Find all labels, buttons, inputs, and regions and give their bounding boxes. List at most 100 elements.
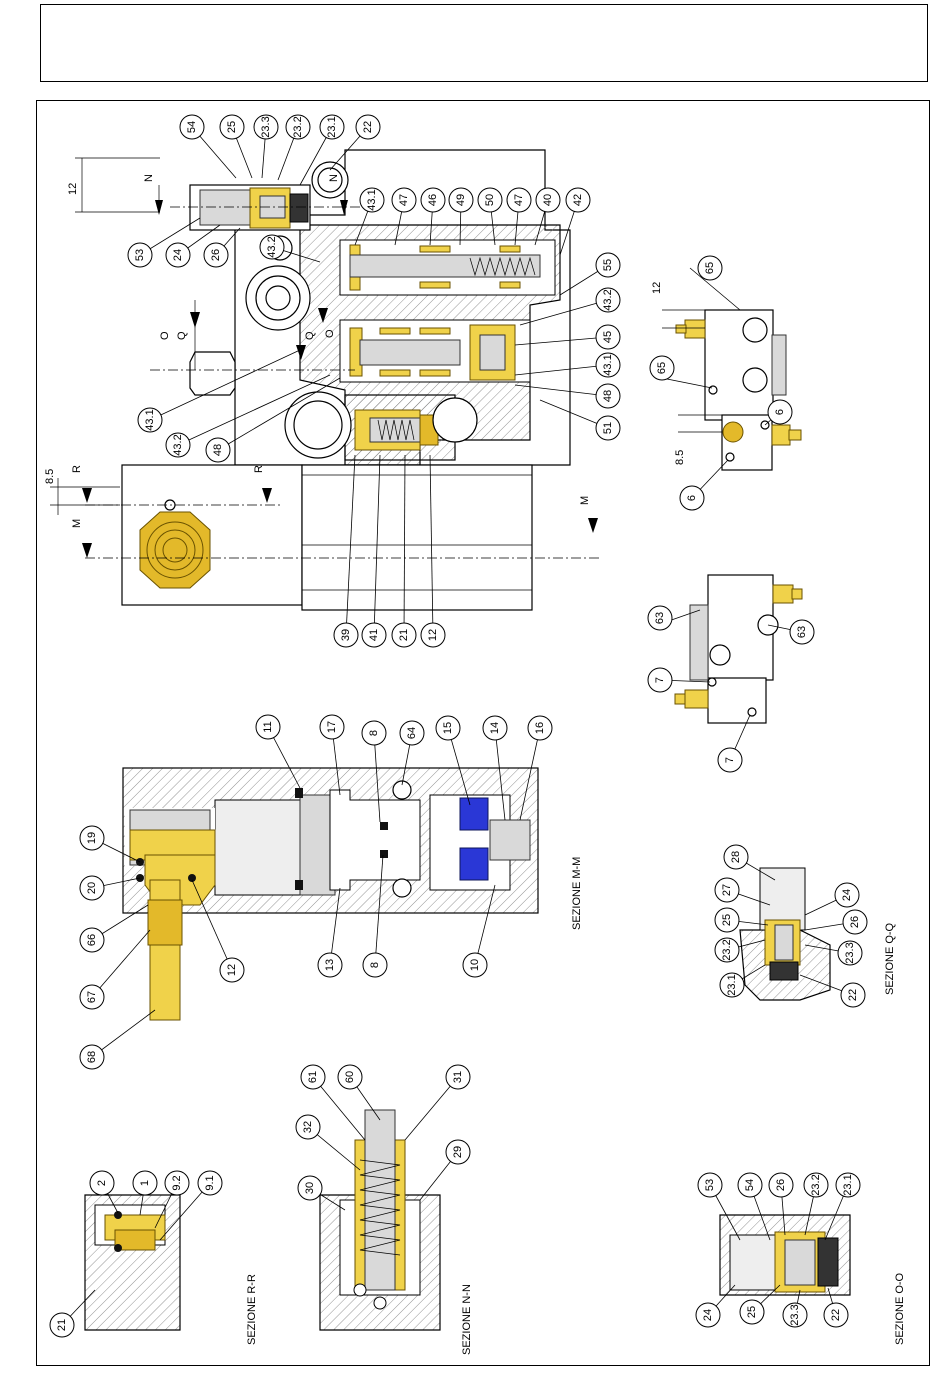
callout-25-b: 25 [714, 907, 740, 933]
callout-26-b: 26 [842, 909, 868, 935]
section-qq-view [739, 867, 831, 1001]
mark-r-left: R [71, 465, 83, 473]
callout-48-b: 48 [205, 437, 231, 463]
callout-61: 61 [300, 1064, 326, 1090]
callout-7-b: 7 [717, 747, 743, 773]
callout-55: 55 [595, 252, 621, 278]
svg-text:24: 24 [841, 889, 853, 901]
callout-24: 24 [165, 242, 191, 268]
label-section-nn: SEZIONE N-N [461, 1284, 473, 1355]
svg-text:23.3: 23.3 [260, 116, 272, 137]
mark-o-left: O [159, 331, 171, 340]
callout-43-1-c: 43.1 [137, 407, 163, 433]
callout-43-2-a: 43.2 [259, 234, 285, 260]
svg-text:39: 39 [340, 629, 352, 641]
svg-text:12: 12 [651, 282, 663, 294]
label-section-qq: SEZIONE Q-Q [884, 922, 896, 995]
callout-17: 17 [319, 714, 345, 740]
callout-68: 68 [79, 1044, 105, 1070]
callout-32: 32 [295, 1114, 321, 1140]
svg-text:54: 54 [744, 1179, 756, 1191]
svg-text:63: 63 [654, 612, 666, 624]
svg-text:12: 12 [427, 629, 439, 641]
svg-text:50: 50 [484, 194, 496, 206]
callout-40: 40 [535, 187, 561, 213]
callout-22: 22 [355, 114, 381, 140]
callout-24-b: 24 [834, 882, 860, 908]
svg-text:2: 2 [96, 1180, 108, 1186]
svg-text:23.2: 23.2 [810, 1174, 822, 1195]
svg-text:11: 11 [262, 721, 274, 732]
callout-53-b: 53 [697, 1172, 723, 1198]
callout-64: 64 [399, 720, 425, 746]
svg-text:43.1: 43.1 [366, 189, 378, 210]
brass-plug [139, 511, 211, 589]
callout-60: 60 [337, 1064, 363, 1090]
svg-text:10: 10 [469, 959, 481, 971]
callout-6-a: 6 [767, 399, 793, 425]
callout-6-b: 6 [679, 485, 705, 511]
svg-text:47: 47 [513, 194, 525, 206]
svg-text:26: 26 [210, 249, 222, 261]
svg-text:23.2: 23.2 [721, 939, 733, 960]
callout-8-a: 8 [361, 720, 387, 746]
svg-text:60: 60 [344, 1071, 356, 1083]
side-view-upper [675, 309, 802, 471]
callout-46: 46 [420, 187, 446, 213]
callout-8-b: 8 [362, 952, 388, 978]
callout-23-2-c: 23.2 [803, 1172, 829, 1198]
callout-16: 16 [527, 715, 553, 741]
callout-9-1: 9.1 [197, 1170, 223, 1196]
callout-15: 15 [435, 715, 461, 741]
svg-text:19: 19 [86, 832, 98, 844]
svg-text:8.5: 8.5 [44, 469, 56, 484]
svg-text:17: 17 [326, 721, 338, 733]
svg-text:30: 30 [304, 1182, 316, 1194]
svg-text:55: 55 [602, 259, 614, 271]
callout-63-a: 63 [647, 605, 673, 631]
callout-23-1-c: 23.1 [835, 1172, 861, 1198]
callout-47-b: 47 [506, 187, 532, 213]
callout-26: 26 [203, 242, 229, 268]
callout-23-3-c: 23.3 [782, 1302, 808, 1328]
svg-text:46: 46 [427, 194, 439, 206]
svg-text:67: 67 [86, 991, 98, 1003]
callout-49: 49 [448, 187, 474, 213]
callout-54: 54 [179, 114, 205, 140]
callout-23-3-b: 23.3 [837, 940, 863, 966]
callout-28: 28 [723, 844, 749, 870]
callout-9-2: 9.2 [164, 1170, 190, 1196]
dimension-12-top: 12 [67, 157, 160, 213]
svg-text:25: 25 [746, 1306, 758, 1318]
svg-text:68: 68 [86, 1051, 98, 1063]
svg-text:21: 21 [56, 1319, 68, 1331]
svg-text:51: 51 [602, 422, 614, 434]
callout-51: 51 [595, 415, 621, 441]
callout-1: 1 [132, 1170, 158, 1196]
callout-47-a: 47 [391, 187, 417, 213]
svg-text:24: 24 [172, 249, 184, 261]
callout-53: 53 [127, 242, 153, 268]
blue-seal-lower [459, 847, 489, 881]
svg-text:43.1: 43.1 [144, 409, 156, 430]
svg-text:22: 22 [362, 121, 374, 133]
svg-text:23.3: 23.3 [844, 942, 856, 963]
svg-text:12: 12 [226, 964, 238, 976]
svg-text:65: 65 [704, 262, 716, 274]
svg-text:6: 6 [774, 409, 786, 415]
callout-23-3: 23.3 [253, 114, 279, 140]
svg-text:9.2: 9.2 [171, 1175, 183, 1190]
section-oo-view [719, 1214, 851, 1296]
svg-text:25: 25 [226, 121, 238, 133]
svg-text:53: 53 [134, 249, 146, 261]
mark-q-left: Q [176, 331, 188, 340]
svg-text:1: 1 [139, 1180, 151, 1186]
label-section-oo: SEZIONE O-O [894, 1272, 906, 1345]
svg-text:48: 48 [602, 390, 614, 402]
relief-cartridge-top [189, 184, 311, 231]
brass-fitting-mm [129, 829, 216, 1021]
svg-text:29: 29 [452, 1146, 464, 1158]
svg-text:43.2: 43.2 [266, 236, 278, 257]
callout-25: 25 [219, 114, 245, 140]
callout-42: 42 [565, 187, 591, 213]
